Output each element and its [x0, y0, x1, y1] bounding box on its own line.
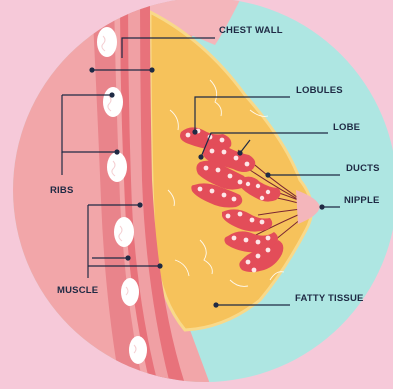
label-lobules: LOBULES — [296, 85, 343, 96]
label-fatty-tissue: FATTY TISSUE — [295, 293, 364, 304]
label-ribs: RIBS — [50, 185, 74, 196]
label-chest-wall: CHEST WALL — [219, 25, 283, 36]
rib-5 — [121, 278, 139, 306]
label-ducts: DUCTS — [346, 163, 380, 174]
rib-1 — [97, 27, 117, 57]
label-muscle: MUSCLE — [57, 285, 98, 296]
rib-2 — [103, 87, 123, 117]
label-lobe: LOBE — [333, 122, 360, 133]
label-nipple: NIPPLE — [344, 195, 380, 206]
rib-3 — [107, 152, 127, 182]
rib-4 — [114, 217, 134, 247]
rib-6 — [129, 336, 147, 364]
